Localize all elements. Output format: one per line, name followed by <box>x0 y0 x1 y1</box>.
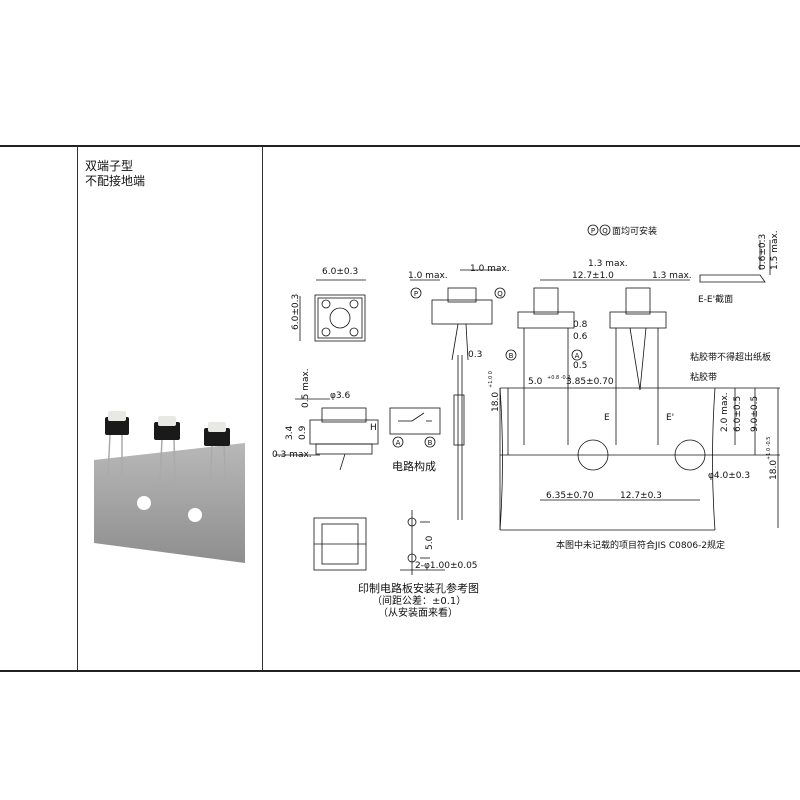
dim-0-9: 0.9 <box>298 425 308 440</box>
dim-3-4: 3.4 <box>285 425 295 440</box>
switch-2 <box>154 416 180 484</box>
dim-18-0-right-tol: +1.0 -0.5 <box>766 437 772 461</box>
dim-0-3-max: 0.3 max. <box>272 450 312 460</box>
dim-2-0-max: 2.0 max. <box>720 392 730 432</box>
dim-0-3: 0.3 <box>468 350 482 360</box>
dim-1-3-max-b: 1.3 max. <box>652 271 692 281</box>
dim-0-6-0-3: 0.6±0.3 <box>758 234 768 270</box>
type-line-1: 双端子型 <box>85 159 134 173</box>
type-line-2: 不配接地端 <box>85 174 146 188</box>
dim-18-0-left-tol: +1.0 0 <box>488 371 494 388</box>
circle-b-circuit: B <box>428 439 433 447</box>
dim-0-5-max: 0.5 max. <box>301 368 311 408</box>
dim-height: 6.0±0.3 <box>291 294 301 330</box>
dim-phi-3-6: φ3.6 <box>330 391 351 401</box>
dim-9-0-0-5: 9.0±0.5 <box>750 396 760 432</box>
label-h: H <box>370 423 377 433</box>
circuit-label: 电路构成 <box>392 459 436 473</box>
dim-5-0: 5.0 <box>528 377 543 387</box>
label-e-prime: E' <box>666 413 674 423</box>
section-label: E-E'截面 <box>698 293 733 305</box>
tape-note-2: 粘胶带 <box>690 371 717 383</box>
circle-a: A <box>575 352 580 360</box>
pcb-title: 印制电路板安装孔参考图 <box>358 581 479 595</box>
dim-1-0-max-a: 1.0 max. <box>408 271 448 281</box>
switch-3 <box>204 422 230 490</box>
dim-6-0-0-5: 6.0±0.5 <box>733 396 743 432</box>
dim-3-85: 3.85±0.70 <box>566 377 614 387</box>
dim-0-8: 0.8 <box>573 320 588 330</box>
product-photo <box>94 411 245 563</box>
column-divider-2 <box>262 147 263 670</box>
dim-0-6: 0.6 <box>573 332 588 342</box>
dim-6-35: 6.35±0.70 <box>546 491 594 501</box>
pcb-sub-1: （间距公差：±0.1） <box>372 594 466 607</box>
pcb-sub-2: （从安装面来看） <box>378 606 458 619</box>
dim-0-5: 0.5 <box>573 361 587 371</box>
dim-1-3-max-a: 1.3 max. <box>588 259 628 269</box>
mount-note: 面均可安装 <box>612 225 657 237</box>
product-table: 双端子型 不配接地端 <box>0 145 800 672</box>
dim-holes: 2-φ1.00±0.05 <box>415 561 478 571</box>
type-description: 双端子型 不配接地端 <box>85 159 145 189</box>
dim-12-7-0-3: 12.7±0.3 <box>620 491 662 501</box>
dim-phi-4-0: φ4.0±0.3 <box>708 471 750 481</box>
dim-18-0-left: 18.0 <box>491 392 501 412</box>
dim-12-7-1-0: 12.7±1.0 <box>572 271 614 281</box>
dim-5-0-pcb: 5.0 <box>425 535 435 550</box>
dim-1-5-max: 1.5 max. <box>770 230 780 270</box>
dim-18-0-right: 18.0 <box>769 460 779 480</box>
jis-note: 本图中未记载的项目符合JIS C0806-2规定 <box>556 539 725 551</box>
column-divider-1 <box>77 147 78 670</box>
circle-p: P <box>414 290 418 298</box>
dimension-drawing: P Q 面均可安装 6.0±0.3 6.0±0.3 1.0 max. 1.0 m… <box>272 224 780 619</box>
dim-width: 6.0±0.3 <box>322 267 358 277</box>
circle-q: Q <box>497 290 503 298</box>
circle-b: B <box>509 352 514 360</box>
circle-q-top: Q <box>602 227 608 235</box>
tape-strip <box>94 443 245 563</box>
dim-5-0-tol: +0.8 -0.2 <box>547 375 571 381</box>
circle-p-top: P <box>591 227 595 235</box>
dim-1-0-max-b: 1.0 max. <box>470 264 510 274</box>
label-e: E <box>604 413 610 423</box>
tape-note-1: 粘胶带不得超出纸板 <box>690 351 771 363</box>
switch-1 <box>105 411 129 477</box>
circle-a-circuit: A <box>396 439 401 447</box>
